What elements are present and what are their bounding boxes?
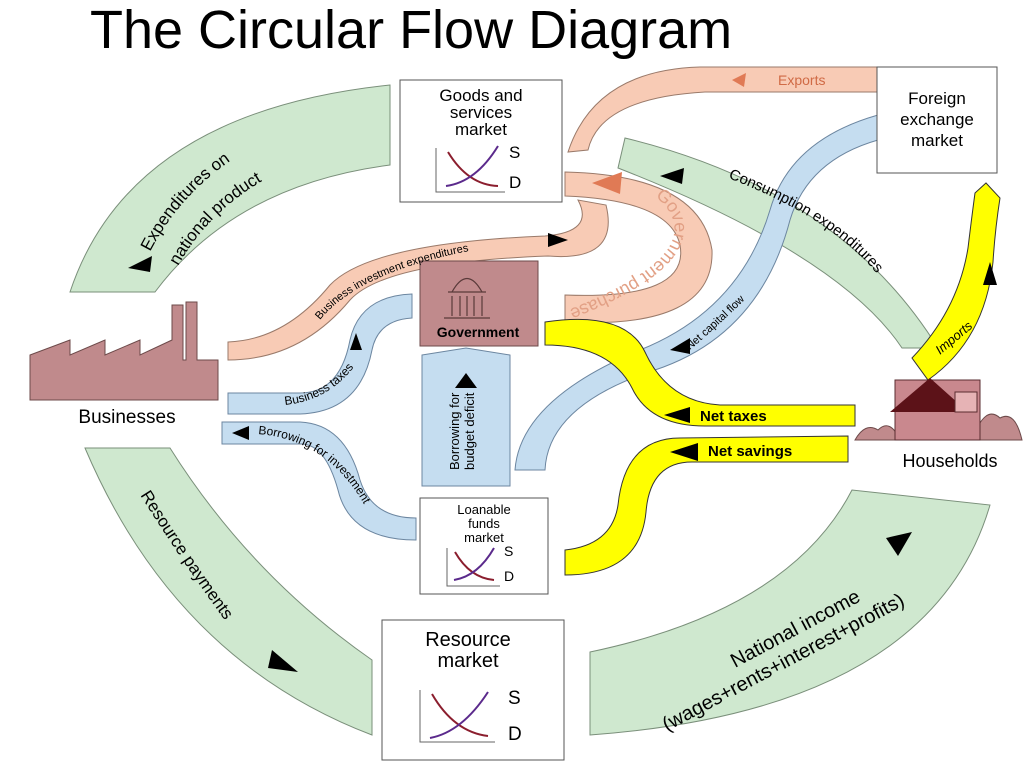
- business-investment-flow: [227, 199, 609, 361]
- net-taxes-label: Net taxes: [700, 408, 767, 425]
- resource-market-box: [381, 619, 565, 761]
- supply-label: S: [504, 543, 513, 559]
- national-income-flow: [589, 489, 991, 736]
- net-savings-arrow-icon: [670, 443, 698, 461]
- net-capital-arrow-icon: [670, 338, 690, 354]
- loanable-market-label: market: [464, 530, 504, 545]
- imports-flow: [911, 182, 1001, 381]
- businesses-label: Businesses: [78, 407, 175, 428]
- capitol-building-icon: [444, 277, 490, 319]
- foreign-market-label: exchange: [900, 110, 974, 129]
- government-label: Government: [437, 324, 520, 340]
- svg-text:Borrowing for: Borrowing for: [447, 392, 462, 470]
- net-taxes-arrow-icon: [664, 407, 690, 423]
- business-investment-arrow-icon: [548, 233, 568, 247]
- foreign-market-label: market: [911, 131, 963, 150]
- government-purchases-arrow-icon: [592, 172, 622, 194]
- supply-label: S: [508, 688, 521, 709]
- loanable-market-label: funds: [468, 516, 500, 531]
- goods-market-supply-demand-icon: [435, 145, 505, 193]
- national-income-arrow-icon: [886, 532, 912, 556]
- resource-payments-arrow-icon: [268, 650, 298, 672]
- expenditures-flow: [69, 84, 391, 293]
- factory-icon: [29, 301, 219, 401]
- imports-arrow-icon: [983, 262, 997, 285]
- business-taxes-flow: [227, 293, 413, 415]
- loanable-supply-demand-icon: [446, 547, 500, 587]
- consumption-arrow-icon: [660, 168, 684, 184]
- net-savings-label: Net savings: [708, 443, 792, 460]
- borrowing-investment-arrow-icon: [232, 426, 249, 440]
- business-taxes-arrow-icon: [350, 333, 362, 350]
- resource-market-label: Resource: [425, 629, 511, 651]
- foreign-market-label: Foreign: [908, 89, 966, 108]
- resource-market-label: market: [437, 650, 499, 672]
- demand-label: D: [508, 724, 522, 745]
- resource-supply-demand-icon: [419, 690, 495, 743]
- demand-label: D: [504, 568, 514, 584]
- supply-label: S: [509, 143, 520, 162]
- page-title: The Circular Flow Diagram: [90, 0, 732, 60]
- budget-deficit-arrow-icon: [455, 373, 477, 388]
- expenditures-arrow-icon: [128, 256, 152, 272]
- house-icon: [854, 378, 1023, 441]
- loanable-market-label: Loanable: [457, 502, 511, 517]
- budget-deficit-flow: [421, 347, 511, 487]
- budget-deficit-label: Borrowing for budget deficit: [447, 392, 477, 470]
- goods-market-label: Goods and: [439, 86, 522, 105]
- foreign-market-box: [876, 66, 998, 174]
- net-taxes-flow: [544, 318, 856, 427]
- net-savings-flow: [564, 435, 849, 576]
- households-label: Households: [902, 451, 997, 471]
- demand-label: D: [509, 173, 521, 192]
- goods-market-label: services: [450, 103, 512, 122]
- goods-market-label: market: [455, 120, 507, 139]
- svg-text:budget deficit: budget deficit: [462, 392, 477, 470]
- exports-arrow-icon: [732, 73, 746, 87]
- exports-label: Exports: [778, 72, 825, 88]
- borrowing-investment-flow: [221, 421, 417, 541]
- resource-payments-flow: [84, 447, 373, 736]
- government-box: [419, 260, 539, 347]
